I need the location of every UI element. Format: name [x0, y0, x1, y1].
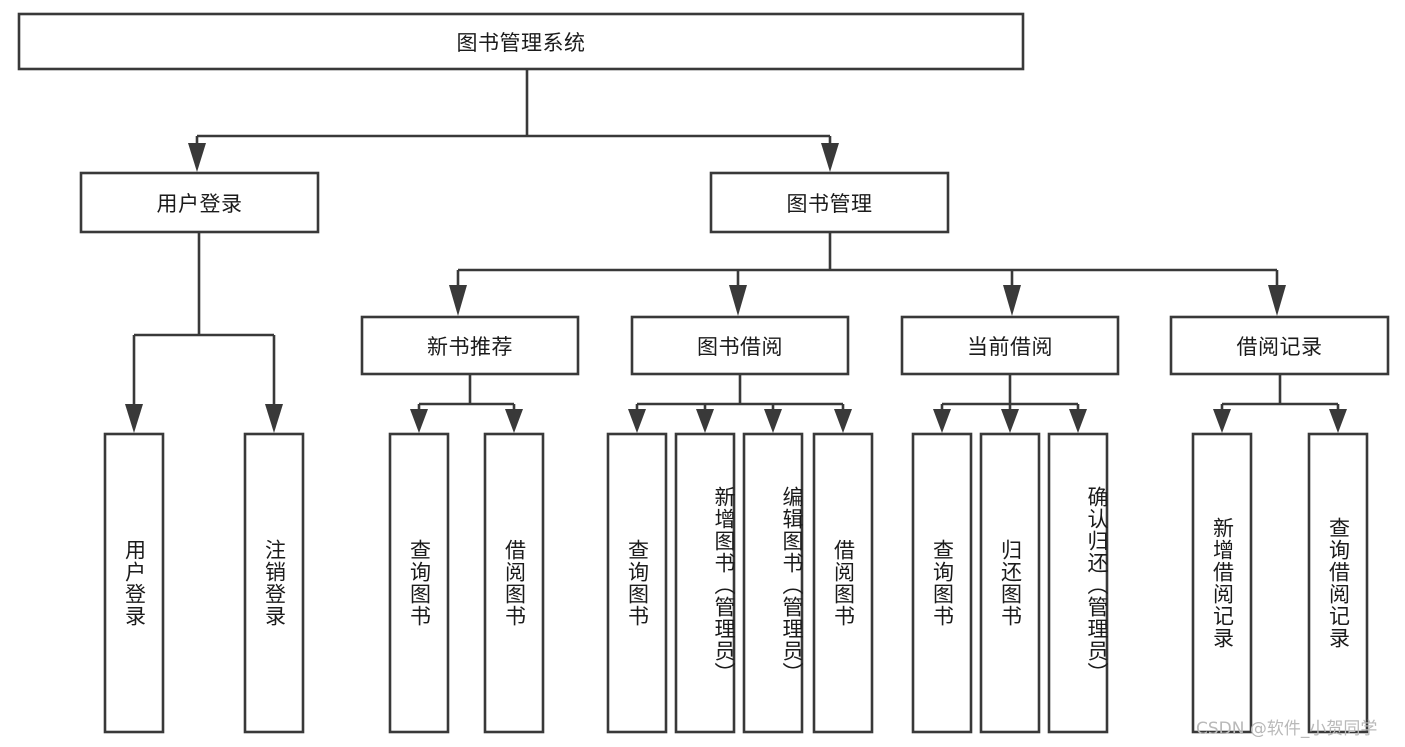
node-leaf-current-query[interactable]	[911, 432, 973, 734]
node-leaf-record-add[interactable]	[1191, 432, 1253, 734]
arrowhead-newbook-leaf-2	[505, 409, 523, 433]
arrowhead-borrowrecord-leaf-2	[1329, 409, 1347, 433]
node-leaf-newbook-borrow[interactable]	[483, 432, 545, 734]
node-leaf-borrow-edit[interactable]	[742, 432, 804, 734]
node-leaf-current-return[interactable]	[979, 432, 1041, 734]
arrowhead-root-to-book	[821, 143, 839, 172]
arrowhead-currentborrow-leaf-3	[1069, 409, 1087, 433]
arrowhead-bookborrow-leaf-1	[628, 409, 646, 433]
node-leaf-user-login[interactable]	[103, 432, 165, 734]
arrowhead-level2-2	[729, 285, 747, 316]
node-leaf-current-confirm[interactable]	[1047, 432, 1109, 734]
arrowhead-bookborrow-leaf-2	[696, 409, 714, 433]
arrowhead-level2-3	[1003, 285, 1021, 316]
arrowhead-currentborrow-leaf-2	[1001, 409, 1019, 433]
node-root[interactable]	[17, 12, 1025, 71]
node-leaf-borrow-add[interactable]	[674, 432, 736, 734]
node-level2-borrow-record[interactable]	[1169, 315, 1390, 376]
node-leaf-borrow-lend[interactable]	[812, 432, 874, 734]
arrowhead-user-leaf-2	[265, 404, 283, 433]
node-leaf-user-logout[interactable]	[243, 432, 305, 734]
arrowhead-root-to-user	[188, 143, 206, 172]
node-level2-book-borrow[interactable]	[630, 315, 850, 376]
arrowhead-currentborrow-leaf-1	[933, 409, 951, 433]
node-level2-new-book[interactable]	[360, 315, 580, 376]
arrowhead-level2-4	[1268, 285, 1286, 316]
node-level1-user-login[interactable]	[79, 171, 320, 234]
arrowhead-bookborrow-leaf-4	[834, 409, 852, 433]
node-leaf-borrow-query[interactable]	[606, 432, 668, 734]
arrowhead-user-leaf-1	[125, 404, 143, 433]
node-level1-book-manage[interactable]	[709, 171, 950, 234]
arrowhead-bookborrow-leaf-3	[764, 409, 782, 433]
node-level2-current-borrow[interactable]	[900, 315, 1120, 376]
arrowhead-level2-1	[449, 285, 467, 316]
node-leaf-newbook-query[interactable]	[388, 432, 450, 734]
arrowhead-borrowrecord-leaf-1	[1213, 409, 1231, 433]
node-leaf-record-query[interactable]	[1307, 432, 1369, 734]
arrowhead-newbook-leaf-1	[410, 409, 428, 433]
